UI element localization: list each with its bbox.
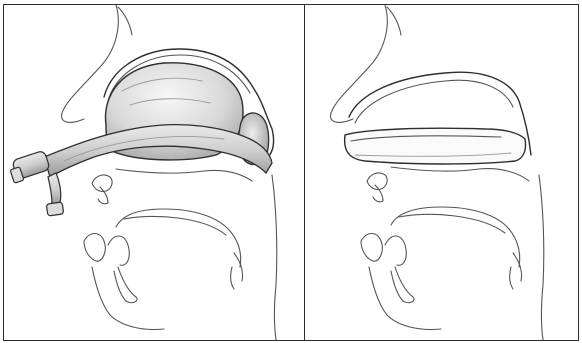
tube-connector-lower [46,173,64,216]
palate-and-teeth [92,169,252,204]
tube-connector-upper [10,150,50,183]
palate-and-teeth [367,167,529,202]
face-profile [331,5,401,122]
left-illustration [4,5,304,340]
tongue-and-oral-cavity [116,209,241,267]
right-panel [304,4,579,341]
tongue-and-oral-cavity [391,207,520,267]
lower-jaw-and-teeth [84,234,243,330]
neck-and-pharynx [510,175,544,340]
empty-tube-channel [345,128,526,164]
lower-jaw-and-teeth [361,234,522,330]
right-illustration [305,5,578,340]
left-panel [3,4,305,341]
